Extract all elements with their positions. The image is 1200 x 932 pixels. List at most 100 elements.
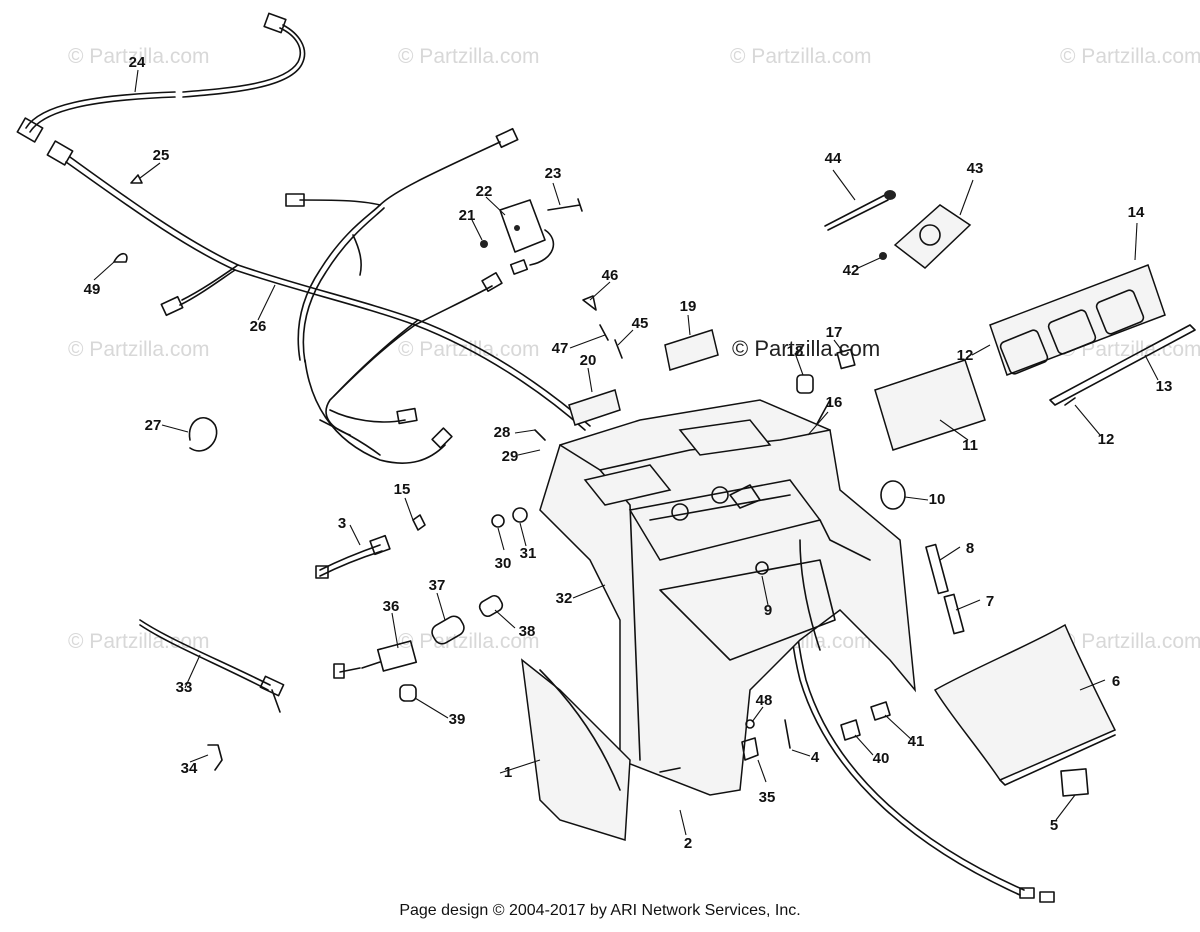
- screw-28[interactable]: [534, 429, 546, 441]
- callout-1: 1: [504, 764, 512, 781]
- panel-1[interactable]: [521, 658, 631, 841]
- callout-19: 19: [680, 298, 697, 315]
- callout-3: 3: [338, 515, 346, 532]
- watermark: © Partzilla.com: [1060, 630, 1200, 653]
- bolt-2[interactable]: [659, 767, 681, 773]
- callout-2: 2: [684, 835, 692, 852]
- cable-44[interactable]: [824, 190, 896, 231]
- callout-20: 20: [580, 352, 597, 369]
- callout-13: 13: [1156, 378, 1173, 395]
- nut-21[interactable]: [480, 240, 488, 248]
- callout-15: 15: [394, 481, 411, 498]
- bulb-46[interactable]: [582, 295, 597, 311]
- callout-41: 41: [908, 733, 925, 750]
- bracket-7[interactable]: [943, 593, 965, 635]
- watermark: © Partzilla.com: [68, 45, 210, 68]
- callout-40: 40: [873, 750, 890, 767]
- clamp-27[interactable]: [188, 417, 218, 452]
- clip-34[interactable]: [207, 744, 223, 771]
- callout-42: 42: [843, 262, 860, 279]
- callout-49: 49: [84, 281, 101, 298]
- watermark: © Partzilla.com: [68, 338, 210, 361]
- callout-9: 9: [764, 602, 772, 619]
- switch-36[interactable]: [333, 640, 418, 679]
- gauge-43[interactable]: [893, 204, 972, 269]
- callout-35: 35: [759, 789, 776, 806]
- callout-4: 4: [811, 749, 820, 766]
- callout-16: 16: [826, 394, 843, 411]
- socket-45[interactable]: [614, 339, 623, 359]
- clip-49[interactable]: [113, 252, 128, 263]
- socket-47[interactable]: [599, 324, 609, 341]
- knob-37[interactable]: [429, 613, 467, 646]
- decal-40[interactable]: [840, 719, 861, 741]
- cable-33[interactable]: [139, 619, 285, 713]
- watermark: © Partzilla.com: [398, 45, 540, 68]
- knob-38[interactable]: [477, 594, 504, 619]
- watermark: © Partzilla.com: [1060, 45, 1200, 68]
- socket-3[interactable]: [315, 534, 391, 579]
- knob-10[interactable]: [880, 480, 906, 510]
- callout-31: 31: [520, 545, 537, 562]
- grommet-30-31[interactable]: [491, 507, 528, 528]
- callout-33: 33: [176, 679, 193, 696]
- watermark-center: © Partzilla.com: [732, 336, 880, 361]
- callout-24: 24: [129, 54, 146, 71]
- callout-26: 26: [250, 318, 267, 335]
- callout-48: 48: [756, 692, 773, 709]
- decal-41[interactable]: [870, 701, 891, 721]
- panel-6[interactable]: [933, 623, 1117, 781]
- leader-lines: [93, 69, 1159, 836]
- bracket-35[interactable]: [741, 737, 759, 761]
- washer-48[interactable]: [745, 719, 755, 729]
- bolt-23[interactable]: [547, 198, 583, 212]
- callout-32: 32: [556, 590, 573, 607]
- callout-17: 17: [826, 324, 843, 341]
- watermark: © Partzilla.com: [730, 45, 872, 68]
- callout-29: 29: [502, 448, 519, 465]
- bracket-22[interactable]: [499, 199, 555, 275]
- callout-39: 39: [449, 711, 466, 728]
- callout-34: 34: [181, 760, 198, 777]
- callout-10: 10: [929, 491, 946, 508]
- panel-11[interactable]: [874, 359, 986, 451]
- callout-21: 21: [459, 207, 476, 224]
- plate-20[interactable]: [568, 389, 621, 426]
- callout-28: 28: [494, 424, 511, 441]
- callout-37: 37: [429, 577, 446, 594]
- gauge-panel-14[interactable]: [989, 264, 1166, 376]
- decal-5[interactable]: [1060, 768, 1089, 797]
- switch-17[interactable]: [836, 348, 856, 370]
- screw-42[interactable]: [879, 252, 887, 260]
- callout-18: 18: [787, 343, 804, 360]
- callout-12a: 12: [957, 347, 974, 364]
- screw-4[interactable]: [784, 719, 791, 749]
- callout-45: 45: [632, 315, 649, 332]
- knob-39[interactable]: [399, 684, 417, 702]
- callout-44: 44: [825, 150, 842, 167]
- callout-23: 23: [545, 165, 562, 182]
- strip-13[interactable]: [1049, 324, 1196, 406]
- callout-8: 8: [966, 540, 974, 557]
- page-footer: Page design © 2004-2017 by ARI Network S…: [399, 902, 801, 919]
- callout-5: 5: [1050, 817, 1058, 834]
- plate-19[interactable]: [664, 329, 719, 371]
- screw-12[interactable]: [1064, 397, 1076, 406]
- bracket-8[interactable]: [925, 543, 949, 595]
- callout-12b: 12: [1098, 431, 1115, 448]
- callout-43: 43: [967, 160, 984, 177]
- watermark: © Partzilla.com: [68, 630, 210, 653]
- wire-harness-26[interactable]: [65, 127, 591, 464]
- callout-14: 14: [1128, 204, 1145, 221]
- callout-25: 25: [153, 147, 170, 164]
- callout-38: 38: [519, 623, 536, 640]
- clip-25[interactable]: [130, 174, 143, 184]
- bulb-15[interactable]: [412, 514, 426, 531]
- switch-18[interactable]: [796, 374, 814, 394]
- console-housing-32[interactable]: [539, 399, 916, 796]
- callout-47: 47: [552, 340, 569, 357]
- callout-27: 27: [145, 417, 162, 434]
- callout-46: 46: [602, 267, 619, 284]
- wire-harness-24[interactable]: [16, 12, 306, 166]
